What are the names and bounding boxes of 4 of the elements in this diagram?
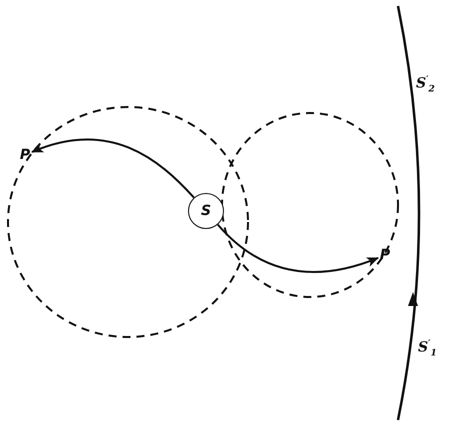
point-label: P bbox=[18, 146, 32, 164]
source-circle: S bbox=[188, 193, 224, 229]
trajectory-arrow bbox=[31, 138, 195, 198]
trajectory-arrow bbox=[217, 224, 379, 273]
